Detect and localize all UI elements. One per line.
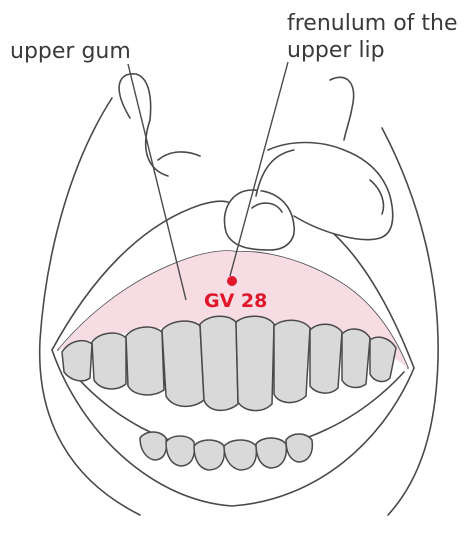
label-point-code: GV 28 [204, 290, 267, 312]
left-nostril [119, 74, 151, 120]
lower-tooth [140, 432, 167, 460]
upper-tooth [200, 316, 238, 410]
upper-tooth [310, 324, 342, 393]
finger [224, 190, 294, 250]
upper-tooth [236, 316, 274, 410]
label-frenulum-line2: upper lip [287, 37, 458, 64]
nose-bridge-left [158, 152, 200, 160]
lower-tooth [224, 440, 256, 470]
upper-tooth [370, 337, 396, 381]
lower-tooth [256, 438, 286, 468]
lower-tooth [166, 436, 194, 466]
acupoint-marker [227, 276, 237, 286]
upper-tooth [62, 341, 92, 381]
leader-upper-gum [128, 64, 186, 300]
right-nostril [330, 77, 354, 140]
label-frenulum-line1: frenulum of the [287, 10, 458, 37]
face-outline-right [382, 128, 438, 515]
upper-tooth [162, 321, 204, 406]
lower-tooth [194, 440, 224, 470]
upper-tooth [92, 333, 126, 389]
upper-tooth [126, 327, 164, 395]
upper-tooth [342, 329, 370, 387]
label-frenulum: frenulum of the upper lip [287, 10, 458, 64]
label-upper-gum: upper gum [10, 38, 131, 65]
lower-tooth [286, 434, 312, 462]
upper-tooth [274, 320, 310, 402]
